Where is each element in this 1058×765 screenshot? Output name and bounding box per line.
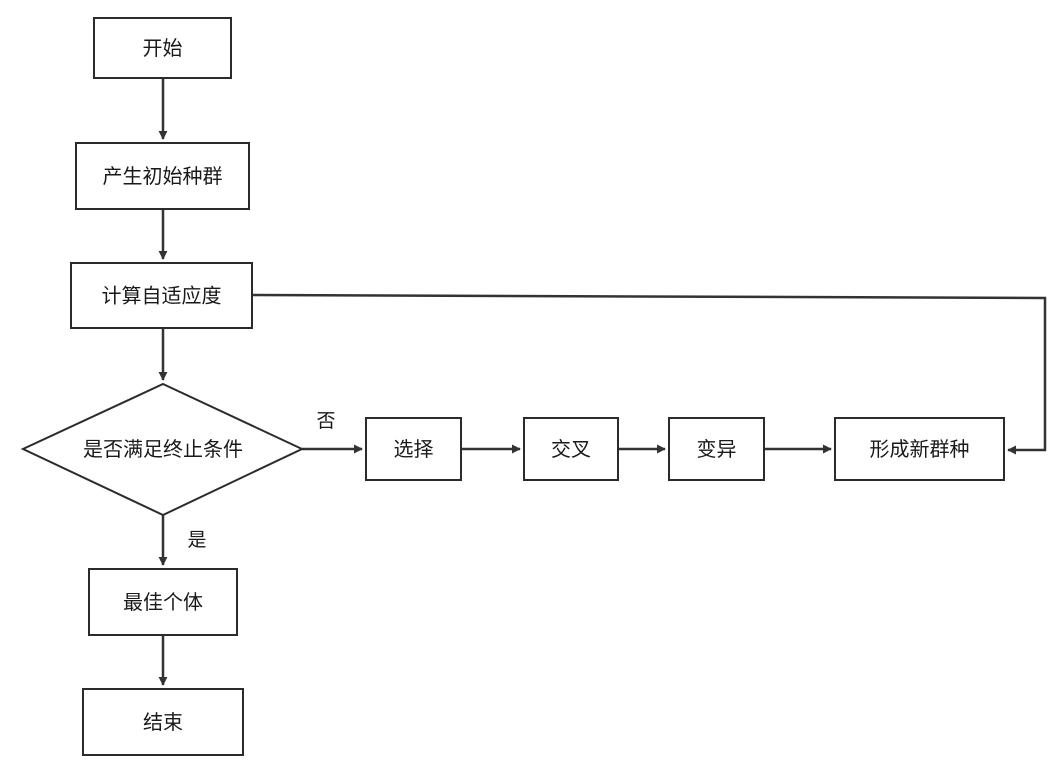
- node-compute-fitness: 计算自适应度: [70, 262, 253, 329]
- node-new-population: 形成新群种: [834, 417, 1005, 481]
- node-mutation: 变异: [668, 417, 765, 481]
- node-termination-decision: 是否满足终止条件: [20, 382, 305, 517]
- node-best-individual: 最佳个体: [88, 568, 238, 636]
- node-selection-label: 选择: [394, 437, 434, 461]
- node-crossover: 交叉: [523, 417, 619, 481]
- node-compute-fitness-label: 计算自适应度: [102, 284, 222, 308]
- edge-label-yes: 是: [187, 529, 206, 551]
- node-mutation-label: 变异: [697, 437, 737, 461]
- node-init-population: 产生初始种群: [75, 142, 250, 210]
- edge-fitness-loop-to-newpop: [251, 293, 1047, 455]
- node-end: 结束: [82, 688, 244, 756]
- node-start-label: 开始: [143, 36, 183, 60]
- node-end-label: 结束: [143, 710, 183, 734]
- node-crossover-label: 交叉: [551, 437, 591, 461]
- node-new-population-label: 形成新群种: [870, 437, 970, 461]
- connectors: [158, 78, 1047, 686]
- edge-label-no: 否: [316, 410, 335, 432]
- node-selection: 选择: [365, 417, 462, 481]
- node-init-population-label: 产生初始种群: [103, 164, 223, 188]
- node-start: 开始: [93, 17, 232, 79]
- node-best-individual-label: 最佳个体: [123, 590, 203, 614]
- node-termination-decision-label: 是否满足终止条件: [83, 437, 243, 461]
